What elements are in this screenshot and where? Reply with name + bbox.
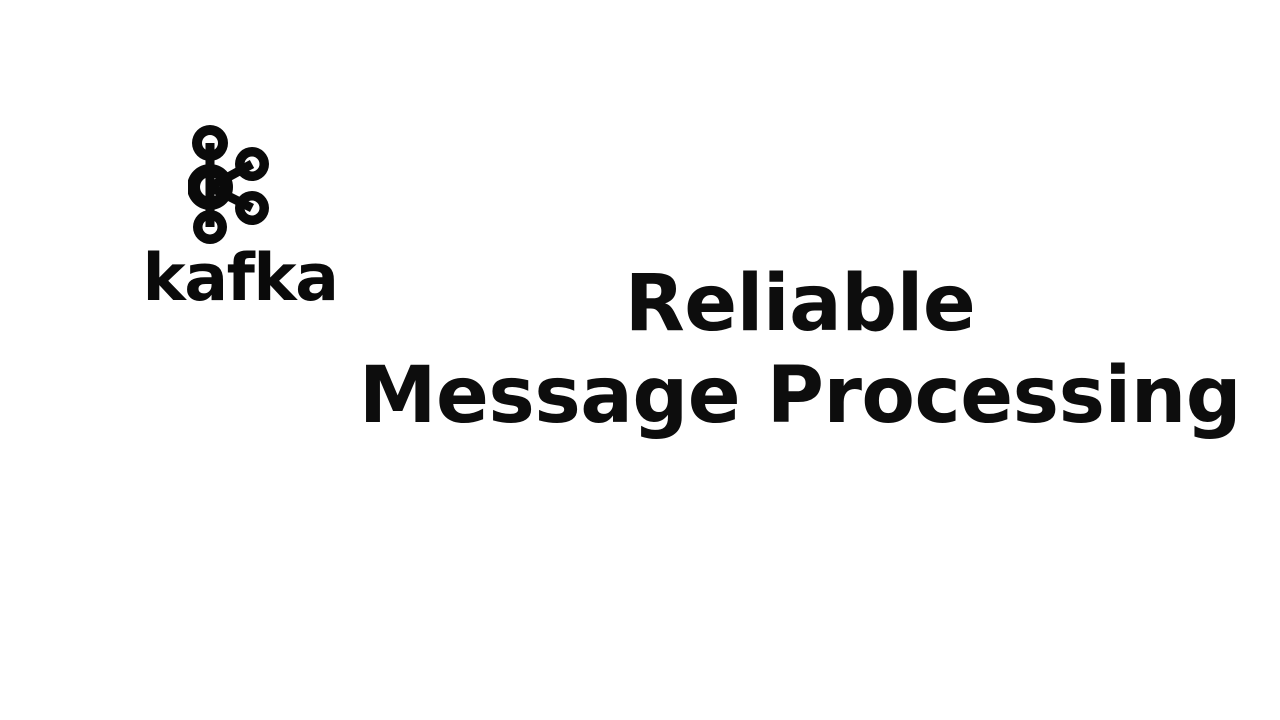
- kafka-wordmark: kafka: [142, 241, 339, 316]
- kafka-brand-lockup: kafka: [140, 118, 340, 323]
- page-title-line-2: Message Processing: [358, 351, 1242, 442]
- page-title: Reliable Message Processing: [340, 258, 1260, 442]
- page-title-line-1: Reliable: [624, 259, 976, 349]
- kafka-node-graph-icon: [188, 125, 269, 244]
